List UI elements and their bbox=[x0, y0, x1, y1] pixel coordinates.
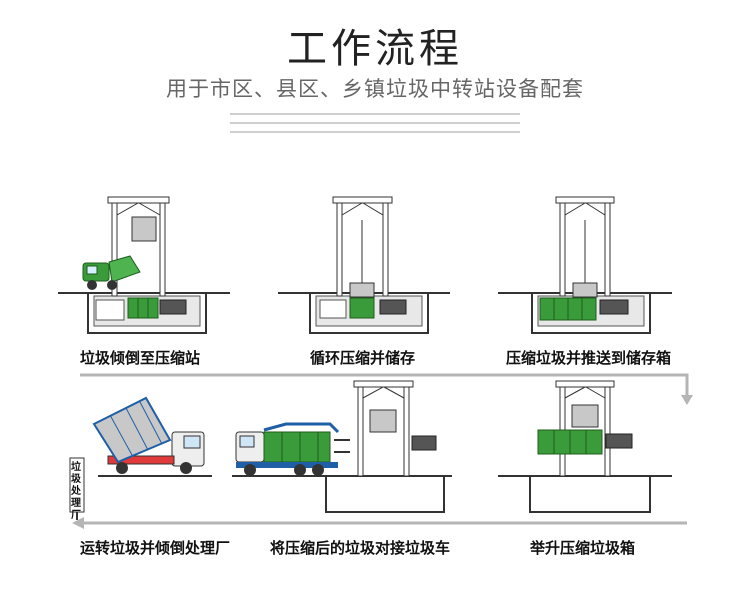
station-step1 bbox=[58, 196, 230, 334]
step-label-1: 垃圾倾倒至压缩站 bbox=[80, 349, 201, 367]
page-title: 工作流程 bbox=[287, 26, 463, 72]
page-subtitle: 用于市区、县区、乡镇垃圾中转站设备配套 bbox=[166, 77, 584, 101]
station-step6 bbox=[498, 380, 672, 513]
plant-sign-label: 垃圾处理厂 bbox=[71, 462, 81, 521]
station-step4 bbox=[69, 396, 212, 520]
step-label-4: 运转垃圾并倾倒处理厂 bbox=[80, 539, 231, 557]
step-label-2: 循环压缩并储存 bbox=[310, 349, 416, 367]
station-step2 bbox=[278, 196, 450, 334]
flow-arrowhead-down bbox=[681, 395, 693, 405]
station-step3 bbox=[498, 196, 672, 334]
step-label-6: 举升压缩垃圾箱 bbox=[530, 539, 636, 557]
decorative-line bbox=[230, 122, 520, 124]
flow-arrow-top bbox=[80, 373, 689, 395]
flow-arrowhead-left bbox=[72, 517, 84, 529]
decorative-line bbox=[230, 113, 520, 115]
station-step5 bbox=[232, 380, 452, 513]
step-label-3: 压缩垃圾并推送到储存箱 bbox=[506, 349, 672, 367]
step-label-5: 将压缩后的垃圾对接垃圾车 bbox=[270, 539, 451, 557]
decorative-line bbox=[230, 131, 520, 133]
